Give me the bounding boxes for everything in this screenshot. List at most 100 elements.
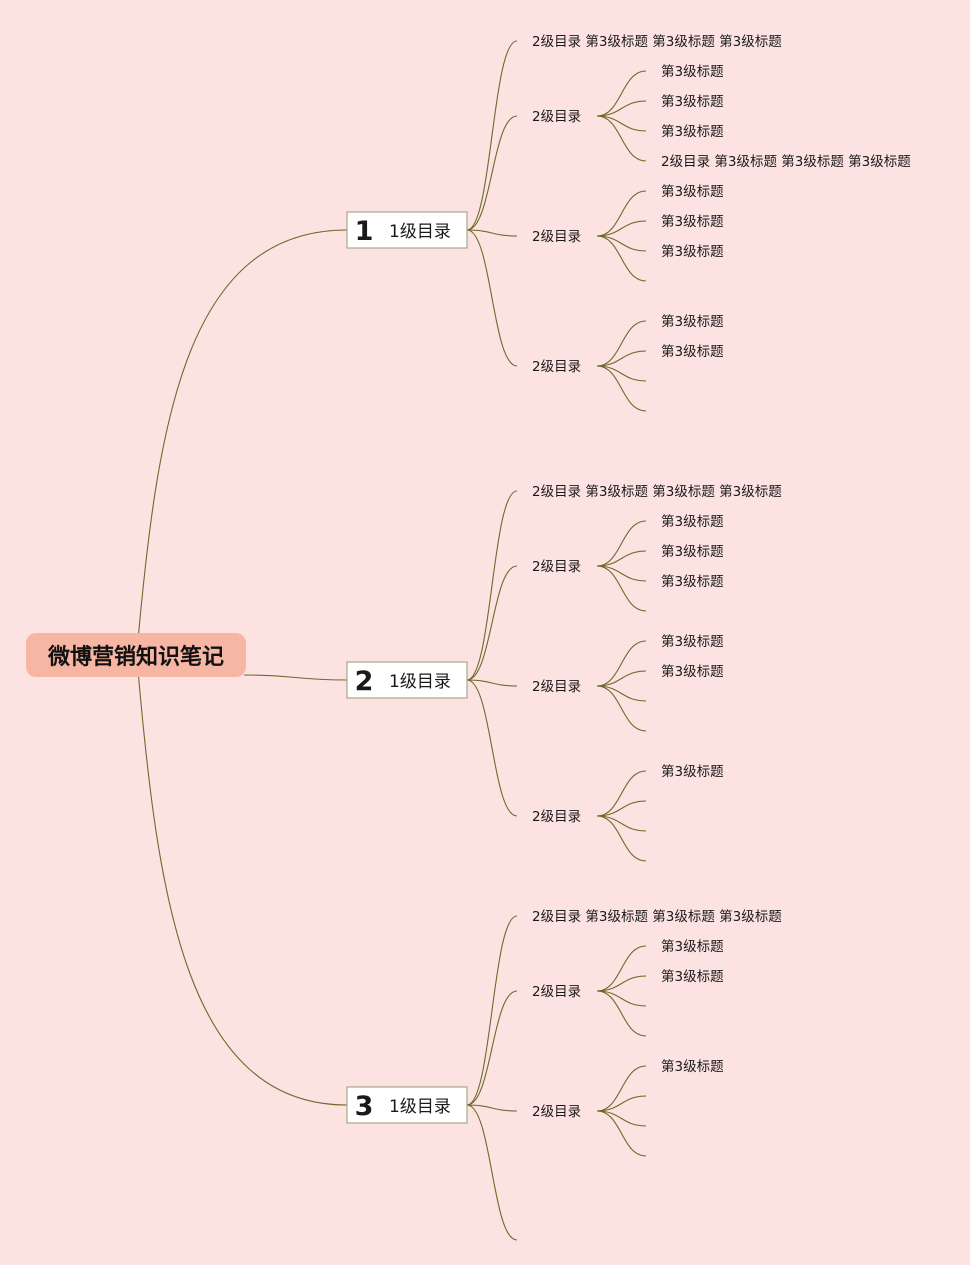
branch-l1-l2 — [466, 679, 518, 687]
level3-label: 第3级标题 — [715, 908, 782, 925]
branch-l2-l3 — [596, 945, 647, 992]
level2-label: 2级目录 — [532, 229, 581, 245]
branch-l2-l3 — [596, 770, 647, 817]
branch-l2-l3 — [596, 815, 647, 862]
branch-l2-l3 — [596, 365, 647, 382]
number-badge-icon: 2 — [355, 666, 374, 697]
level2-label: 2级目录 — [532, 559, 581, 575]
branch-root-l1 — [137, 669, 348, 1106]
branch-l2-l3 — [596, 990, 647, 1007]
level2-inline-node[interactable]: 2级目录 第3级标题 第3级标题 第3级标题 — [532, 483, 782, 500]
level3-label: 第3级标题 — [661, 968, 724, 985]
level1-node[interactable] — [346, 1086, 468, 1124]
level3-label: 第3级标题 — [661, 513, 724, 530]
branch-l2-l3 — [596, 990, 647, 1037]
branch-l1-l2 — [466, 915, 518, 1106]
branch-l2-l3 — [596, 815, 647, 832]
branch-l2-l3 — [596, 685, 647, 702]
number-badge-icon: 3 — [355, 1091, 374, 1122]
branch-l2-l3 — [596, 520, 647, 567]
root-title: 微博营销知识笔记 — [47, 644, 224, 670]
level1-node[interactable] — [346, 661, 468, 699]
branch-l2-l3 — [596, 565, 647, 612]
branch-l1-l2 — [466, 490, 518, 681]
level3-label: 第3级标题 — [581, 33, 648, 50]
level3-label: 2级目录 第3级标题 第3级标题 第3级标题 — [661, 153, 911, 170]
number-badge-icon: 1 — [355, 216, 374, 247]
branch-l1-l2 — [466, 679, 518, 817]
branch-l2-l3 — [596, 365, 647, 412]
level3-label: 第3级标题 — [661, 573, 724, 590]
level2-label: 2级目录 — [532, 484, 581, 500]
branch-l2-l3 — [596, 640, 647, 687]
level3-label: 第3级标题 — [661, 633, 724, 650]
branch-l2-l3 — [596, 100, 647, 117]
branch-l2-l3 — [596, 800, 647, 817]
level3-label: 第3级标题 — [715, 483, 782, 500]
level2-label: 2级目录 — [532, 679, 581, 695]
level1-label: 1级目录 — [389, 672, 451, 692]
level1-label: 1级目录 — [389, 1097, 451, 1117]
level3-label: 第3级标题 — [661, 93, 724, 110]
root-node[interactable] — [26, 633, 246, 677]
level3-label: 第3级标题 — [661, 313, 724, 330]
level3-label: 第3级标题 — [661, 1058, 724, 1075]
level2-label: 2级目录 — [532, 34, 581, 50]
level2-label: 2级目录 — [532, 909, 581, 925]
branch-l2-l3 — [596, 235, 647, 282]
branch-root-l1 — [243, 674, 348, 681]
branch-l1-l2 — [466, 565, 518, 681]
level3-label: 第3级标题 — [581, 908, 648, 925]
level3-label: 第3级标题 — [661, 213, 724, 230]
branch-l2-l3 — [596, 975, 647, 992]
branch-l2-l3 — [596, 350, 647, 367]
level2-label: 2级目录 — [532, 109, 581, 125]
branch-l2-l3 — [596, 565, 647, 582]
branch-l2-l3 — [596, 685, 647, 732]
level2-label: 2级目录 — [532, 1104, 581, 1120]
branch-l2-l3 — [596, 1110, 647, 1157]
branch-l2-l3 — [596, 190, 647, 237]
level3-label: 第3级标题 — [661, 763, 724, 780]
branch-l2-l3 — [596, 220, 647, 237]
level3-label: 第3级标题 — [581, 483, 648, 500]
level2-label: 2级目录 — [532, 359, 581, 375]
level2-inline-node[interactable]: 2级目录 第3级标题 第3级标题 第3级标题 — [532, 908, 782, 925]
branch-l2-l3 — [596, 115, 647, 132]
branch-l1-l2 — [466, 229, 518, 367]
level3-label: 第3级标题 — [715, 33, 782, 50]
level3-label: 第3级标题 — [648, 483, 715, 500]
level2-label: 2级目录 — [532, 984, 581, 1000]
branch-l1-l2 — [466, 990, 518, 1106]
branch-l1-l2 — [466, 40, 518, 231]
level1-label: 1级目录 — [389, 222, 451, 242]
branch-l2-l3 — [596, 550, 647, 567]
branch-root-l1 — [137, 229, 348, 641]
branch-l2-l3 — [596, 1110, 647, 1127]
level3-label: 第3级标题 — [661, 663, 724, 680]
level3-label: 第3级标题 — [661, 343, 724, 360]
branch-l2-l3 — [596, 670, 647, 687]
branch-l1-l2 — [466, 1104, 518, 1112]
level3-label: 第3级标题 — [648, 33, 715, 50]
level3-label: 第3级标题 — [661, 543, 724, 560]
branch-l2-l3 — [596, 320, 647, 367]
level1-node[interactable] — [346, 211, 468, 249]
branch-l2-l3 — [596, 1095, 647, 1112]
branch-l1-l2 — [466, 229, 518, 237]
level3-label: 第3级标题 — [661, 123, 724, 140]
level2-label: 2级目录 — [532, 809, 581, 825]
level3-label: 第3级标题 — [648, 908, 715, 925]
branch-l1-l2 — [466, 1104, 518, 1241]
level2-inline-node[interactable]: 2级目录 第3级标题 第3级标题 第3级标题 — [532, 33, 782, 50]
level3-label: 第3级标题 — [661, 183, 724, 200]
branch-l1-l2 — [466, 115, 518, 231]
branch-l2-l3 — [596, 70, 647, 117]
level3-label: 第3级标题 — [661, 63, 724, 80]
branch-l2-l3 — [596, 235, 647, 252]
level3-label: 第3级标题 — [661, 243, 724, 260]
branch-l2-l3 — [596, 1065, 647, 1112]
branch-l2-l3 — [596, 115, 647, 162]
level3-label: 第3级标题 — [661, 938, 724, 955]
